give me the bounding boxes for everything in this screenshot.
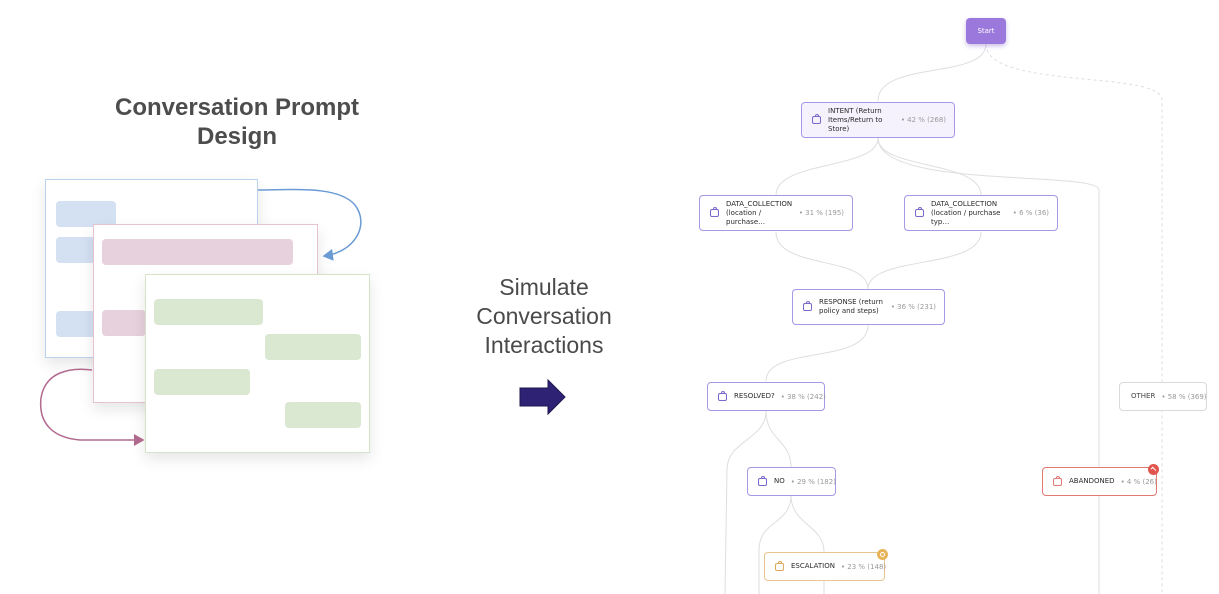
node-label: RESOLVED? (734, 392, 775, 400)
robot-icon (812, 114, 821, 124)
node-label: DATA_COLLECTION (location / purchase… (726, 199, 793, 226)
robot-icon (1053, 475, 1062, 486)
node-label: ABANDONED (1069, 477, 1115, 485)
node-stat: • 29 % (182) (790, 477, 836, 486)
node-stat: • 36 % (231) (890, 303, 936, 311)
robot-icon (775, 560, 784, 571)
node-label: NO (774, 477, 785, 485)
robot-icon (710, 207, 719, 217)
node-label: ESCALATION (791, 562, 835, 570)
node-abandoned[interactable]: ABANDONED • 4 % (26) (1042, 467, 1157, 496)
node-stat: • 4 % (26) (1120, 477, 1157, 486)
node-label: RESPONSE (return policy and steps) (819, 298, 883, 315)
node-data-collection-1[interactable]: DATA_COLLECTION (location / purchase… • … (699, 195, 853, 231)
node-stat: • 42 % (268) (900, 116, 946, 124)
node-no[interactable]: NO • 29 % (182) (747, 467, 836, 496)
chat-bubble (56, 201, 116, 227)
chat-bubble (285, 402, 361, 428)
node-stat: • 58 % (369) (1161, 392, 1207, 401)
node-stat: • 6 % (36) (1012, 209, 1049, 217)
simulate-title: Simulate Conversation Interactions (476, 274, 612, 358)
node-intent[interactable]: INTENT (Return Items/Return to Store) • … (801, 102, 955, 138)
node-label: OTHER (1131, 392, 1156, 400)
node-other[interactable]: OTHER • 58 % (369) (1119, 382, 1207, 411)
node-stat: • 31 % (195) (798, 209, 844, 217)
robot-icon (718, 390, 727, 401)
node-resolved[interactable]: RESOLVED? • 38 % (242) (707, 382, 826, 411)
node-data-collection-2[interactable]: DATA_COLLECTION (location / purchase typ… (904, 195, 1058, 231)
start-node[interactable]: Start (966, 18, 1006, 44)
prompt-design-title: Conversation Prompt Design (114, 94, 360, 150)
chat-bubble (154, 369, 250, 395)
chat-bubble (102, 239, 293, 265)
robot-icon (915, 207, 924, 217)
node-response[interactable]: RESPONSE (return policy and steps) • 36 … (792, 289, 945, 325)
chat-bubble (102, 310, 146, 336)
robot-icon (803, 301, 812, 311)
node-escalation[interactable]: ESCALATION • 23 % (148) (764, 552, 887, 581)
eye-badge-icon[interactable] (877, 549, 888, 560)
collapse-badge-icon[interactable] (1148, 464, 1159, 475)
chat-bubble (265, 334, 361, 360)
node-label: DATA_COLLECTION (location / purchase typ… (931, 199, 1001, 226)
node-stat: • 38 % (242) (780, 392, 826, 401)
chat-bubble (154, 299, 263, 325)
chat-bubble (56, 311, 96, 337)
robot-icon (758, 475, 767, 486)
prompt-card-green (145, 274, 370, 453)
node-stat: • 23 % (148) (840, 562, 887, 571)
node-label: INTENT (Return Items/Return to Store) (828, 106, 883, 133)
loop-arrow-blue (257, 188, 362, 261)
loop-arrow-pink (39, 368, 145, 446)
chat-bubble (56, 237, 96, 263)
